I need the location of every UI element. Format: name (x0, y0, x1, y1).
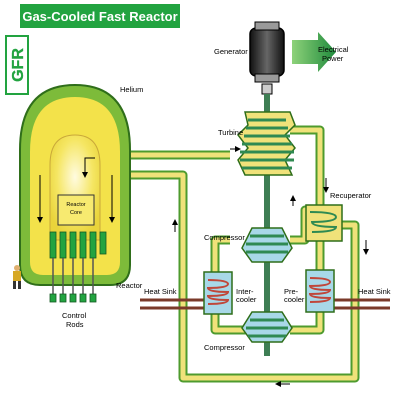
reactor-label: Reactor (116, 281, 143, 290)
flow-arrows (172, 146, 369, 387)
gfr-logo-text: GFR (10, 48, 27, 82)
control-rods-label-1: Control (62, 311, 87, 320)
intercooler (203, 271, 233, 315)
reactor-vessel (19, 83, 131, 303)
compressor-lower (241, 311, 293, 343)
header-banner (20, 4, 180, 28)
gfr-logo: GFR (5, 35, 29, 95)
reactor-core-label-2: Core (70, 210, 82, 216)
cooling-water-lines (140, 298, 390, 310)
heat-sink-right-label: Heat Sink (358, 287, 391, 296)
turbine (237, 111, 296, 176)
person-icon (13, 265, 21, 289)
electrical-power-label-1: Electrical (318, 45, 349, 54)
diagram-title: Gas-Cooled Fast Reactor (22, 9, 177, 24)
intercooler-label-1: Inter- (236, 287, 254, 296)
turbine-label: Turbine (218, 128, 243, 137)
generator-label: Generator (214, 47, 248, 56)
compressor-lower-label: Compressor (204, 343, 245, 352)
recuperator (305, 204, 343, 242)
precooler-label-1: Pre- (284, 287, 299, 296)
electrical-power-arrow (292, 32, 336, 72)
electrical-power-label-2: Power (322, 54, 344, 63)
compressor-upper-label: Compressor (204, 233, 245, 242)
helium-label: Helium (120, 85, 143, 94)
recuperator-label: Recuperator (330, 191, 372, 200)
reactor-core-label-1: Reactor (66, 202, 85, 208)
heat-sink-left-label: Heat Sink (144, 287, 177, 296)
precooler-label-2: cooler (284, 295, 305, 304)
compressor-upper (241, 227, 293, 263)
control-rods-label-2: Rods (66, 320, 84, 329)
generator (249, 21, 285, 95)
reactor-core (57, 194, 95, 226)
intercooler-label-2: cooler (236, 295, 257, 304)
turbomachine-shaft (264, 94, 270, 356)
piping (125, 125, 360, 383)
precooler (305, 269, 335, 313)
